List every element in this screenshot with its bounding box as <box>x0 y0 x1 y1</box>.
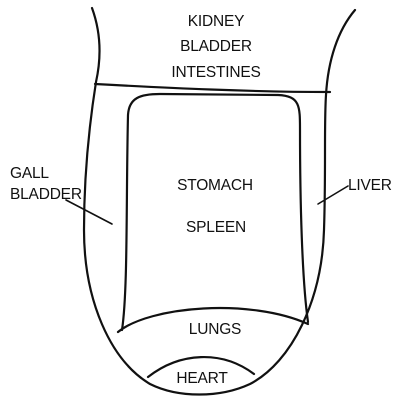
label-stomach: STOMACH <box>177 177 253 194</box>
label-heart: HEART <box>176 370 228 387</box>
gall-bladder-leader <box>66 200 112 224</box>
label-lungs: LUNGS <box>189 321 241 338</box>
label-gall: GALL <box>10 165 49 182</box>
label-liver: LIVER <box>348 177 392 194</box>
liver-leader <box>318 186 348 204</box>
label-kidney: KIDNEY <box>188 13 245 30</box>
label-gall-bladder: BLADDER <box>10 186 82 203</box>
center-zone-border <box>122 94 308 330</box>
root-zone-divider <box>95 84 330 92</box>
label-intestines: INTESTINES <box>171 64 260 81</box>
label-bladder: BLADDER <box>180 38 252 55</box>
label-spleen: SPLEEN <box>186 219 246 236</box>
